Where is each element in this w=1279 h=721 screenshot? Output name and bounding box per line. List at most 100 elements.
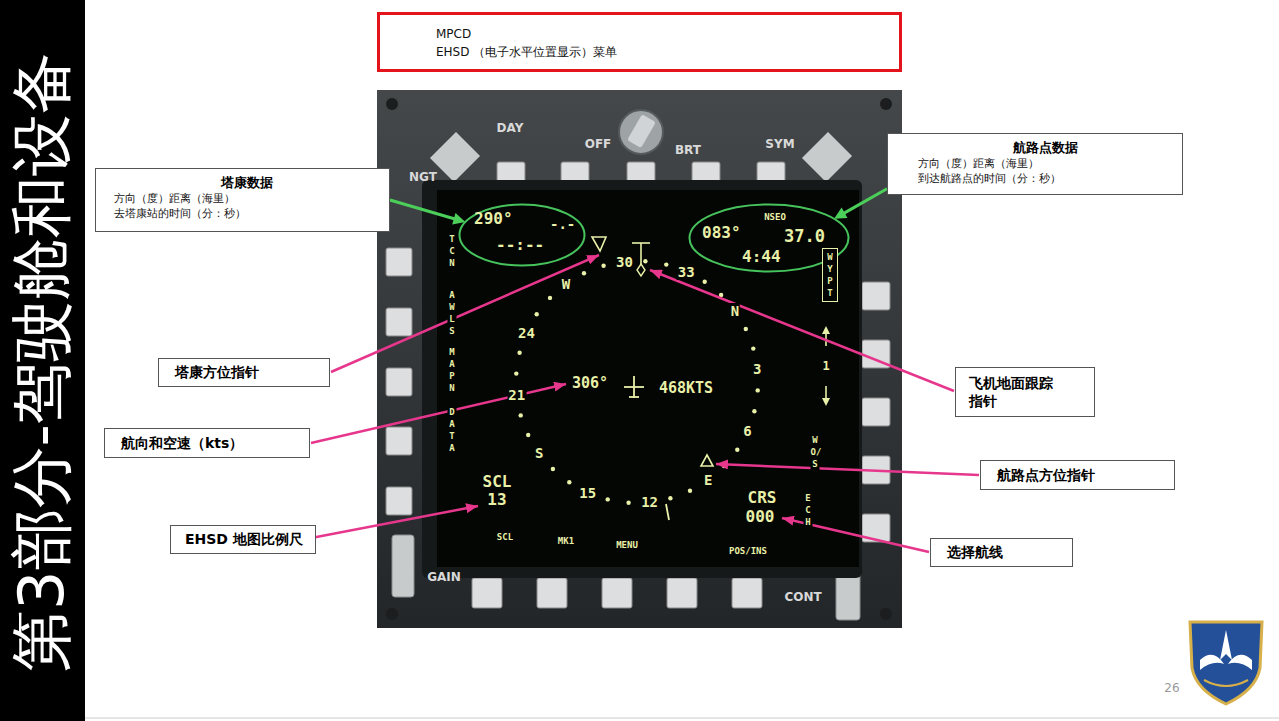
scroll-arrow	[822, 326, 830, 334]
ellipse-outline	[460, 205, 585, 266]
screen-readout: 37.0	[784, 228, 825, 245]
compass-dot	[535, 312, 539, 316]
bezel-button	[732, 578, 762, 608]
ground-track-pointer	[632, 242, 650, 244]
callout-heading: 塔康数据	[114, 174, 379, 191]
rocker-switch	[802, 132, 852, 182]
bezel-button	[862, 282, 890, 310]
waypoint-bearing-pointer	[701, 455, 713, 466]
screen-readout: SCL	[482, 473, 513, 491]
brightness-knob	[619, 110, 663, 154]
heading-readout: 306°	[571, 375, 609, 392]
ground-track-pointer	[637, 264, 645, 276]
compass-dot	[703, 280, 707, 284]
callout-text: EHSD 地图比例尺	[185, 531, 303, 548]
side-bar	[0, 0, 85, 721]
bezel-button	[537, 578, 567, 608]
bezel-label: BRT	[675, 144, 701, 156]
compass-dot	[567, 480, 571, 484]
connector	[834, 189, 887, 219]
screen-side-label: WO/S	[811, 434, 820, 470]
leader-line	[716, 464, 979, 475]
leader-line	[311, 384, 566, 443]
knob-pointer	[627, 114, 656, 148]
callout-box: 航路点方位指针	[980, 460, 1175, 490]
screen-readout: CRS	[747, 489, 778, 507]
compass-label: 30	[615, 254, 634, 270]
compass-label: 21	[507, 387, 526, 403]
compass-label: N	[730, 303, 740, 319]
compass-dot	[664, 262, 668, 266]
callout-box: 航向和空速（kts）	[104, 428, 310, 458]
leader-line	[306, 506, 478, 539]
compass-label: E	[703, 472, 713, 488]
section-title: 第3部分-驾驶舱和设备	[11, 52, 73, 672]
screw	[386, 98, 398, 110]
callout-box: EHSD 地图比例尺	[170, 525, 316, 554]
header-line: EHSD （电子水平位置显示）菜单	[436, 43, 883, 61]
screen-readout: --:--	[496, 237, 544, 253]
scroll-arrow	[822, 398, 830, 406]
logo-emblem	[1200, 655, 1224, 670]
arrowhead	[834, 208, 847, 219]
course-tick	[666, 504, 669, 520]
option-label: WYPT	[826, 251, 835, 299]
compass-label: S	[534, 445, 544, 461]
compass-dot	[514, 371, 518, 375]
bezel-label: SYM	[765, 138, 794, 150]
screen-label: POS/INS	[728, 546, 768, 557]
callout-box: 塔康数据方向（度）距离（海里） 去塔康站的时间（分：秒）	[95, 168, 390, 232]
callout-text: 塔康方位指针	[175, 364, 315, 381]
bezel-button	[386, 248, 412, 276]
logo-emblem	[1220, 630, 1232, 660]
screw	[880, 608, 892, 620]
compass-dot	[688, 489, 692, 493]
bezel-button	[472, 578, 502, 608]
header-box: MPCDEHSD （电子水平位置显示）菜单	[377, 12, 902, 72]
compass-dot	[551, 467, 555, 471]
compass-dot	[756, 388, 760, 392]
bezel-label: DAY	[497, 122, 524, 134]
screen-frame	[422, 180, 862, 578]
bezel-button	[602, 578, 632, 608]
aircraft-symbol	[624, 386, 644, 388]
compass-dot	[735, 448, 739, 452]
screen-readout: 083°	[702, 225, 741, 241]
compass-label: 24	[517, 325, 536, 341]
compass-dot	[606, 497, 610, 501]
compass-dot	[752, 409, 756, 413]
callout-box: 飞机地面跟踪指针	[955, 367, 1095, 417]
bezel-label: OFF	[585, 138, 612, 150]
compass-label: W	[561, 276, 571, 292]
leader-line	[331, 255, 599, 372]
bezel-button	[667, 578, 697, 608]
screen-label: SCL	[496, 532, 514, 543]
page-number: 26	[1164, 682, 1179, 694]
compass-label: 3	[752, 361, 762, 377]
screen-label: 1	[821, 359, 830, 373]
connector-line	[843, 189, 887, 214]
leader-line	[650, 270, 954, 391]
bezel-button	[862, 398, 890, 426]
screen-readout: 13	[486, 491, 507, 509]
screen-readout: -.-	[550, 217, 575, 231]
screen-label: MK1	[557, 536, 575, 547]
ground-track-pointer	[640, 243, 642, 264]
connector	[390, 200, 465, 225]
bezel-label: CONT	[784, 591, 821, 603]
connector-line	[390, 200, 456, 219]
callout-text: 航路点方位指针	[997, 467, 1160, 484]
callout-body: 方向（度）距离（海里） 到达航路点的时间（分：秒）	[918, 156, 1094, 186]
screen-label: NSEO	[763, 212, 787, 223]
compass-dot	[526, 433, 530, 437]
screen-side-label: TCN	[448, 233, 457, 269]
screen-label: MENU	[615, 540, 639, 551]
callout-text: 飞机地面跟踪指针	[969, 374, 1056, 410]
bottom-rule	[85, 718, 1279, 719]
screen-side-label: ECH	[804, 492, 813, 528]
callout-box: 塔康方位指针	[158, 358, 330, 387]
compass-label: 12	[640, 494, 659, 510]
screen-readout: 000	[745, 508, 776, 526]
header-line: MPCD	[436, 25, 883, 43]
